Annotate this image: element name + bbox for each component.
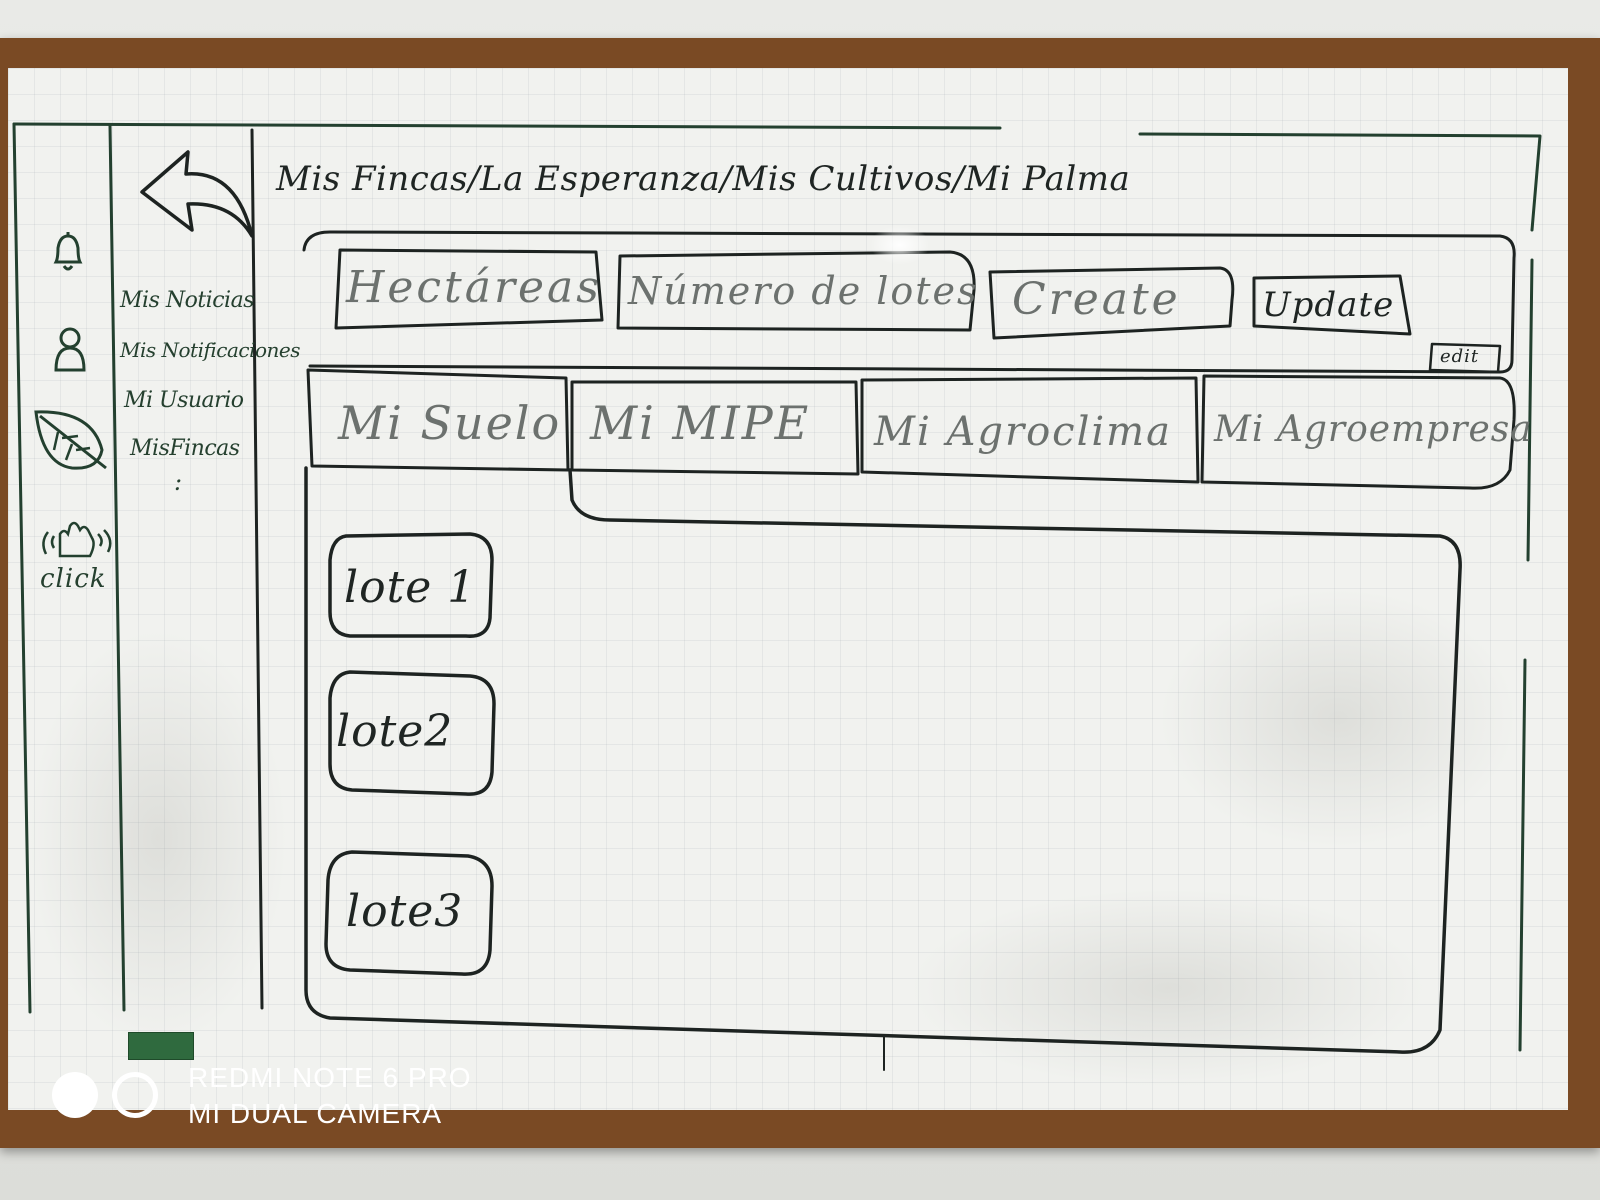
click-label: click (40, 564, 107, 594)
numero-lotes-field: Número de lotes (628, 269, 979, 313)
leaf-icon[interactable] (32, 406, 112, 476)
watermark-line-2: MI DUAL CAMERA (188, 1098, 443, 1129)
sidebar-item-fincas[interactable]: MisFincas (130, 436, 240, 461)
back-arrow-icon[interactable] (136, 146, 256, 256)
board-sticker (128, 1032, 194, 1060)
hectareas-field: Hectáreas (346, 262, 602, 313)
lote-2-box (328, 670, 496, 796)
tab-agroempresa-box (1200, 374, 1516, 490)
edit-button[interactable]: edit (1440, 346, 1480, 367)
lote-1-button[interactable]: lote 1 (344, 562, 477, 613)
content-panel (304, 466, 1462, 1054)
app-outline-left (12, 122, 32, 1014)
whiteboard (8, 68, 1568, 1110)
app-outline (12, 122, 1542, 1052)
watermark-dot-ring (112, 1072, 158, 1118)
user-icon[interactable] (50, 326, 90, 374)
lote-3-button[interactable]: lote3 (346, 886, 464, 937)
whiteboard-frame (0, 38, 1600, 1148)
light-glare (870, 225, 930, 265)
sidebar-item-noticias[interactable]: Mis Noticias (120, 288, 254, 313)
tab-mi-agroclima[interactable]: Mi Agroclima (874, 409, 1172, 455)
tab-mi-mipe[interactable]: Mi MIPE (590, 396, 811, 450)
tab-suelo-box (306, 368, 570, 472)
lote-2-button[interactable]: lote2 (336, 706, 454, 757)
edit-box (1428, 342, 1502, 374)
update-button[interactable]: Update (1262, 285, 1395, 325)
info-bar-outline (302, 230, 1516, 374)
smudge (908, 888, 1428, 1088)
hand-click-icon[interactable] (34, 516, 120, 566)
tab-agroclima-box (860, 376, 1200, 484)
sidebar-item-usuario[interactable]: Mi Usuario (124, 388, 244, 413)
tab-mi-suelo[interactable]: Mi Suelo (338, 396, 562, 450)
breadcrumb[interactable]: Mis Fincas/La Esperanza/Mis Cultivos/Mi … (276, 159, 1131, 199)
icon-rail-divider (108, 124, 126, 1012)
sidebar-more-indicator: : (174, 468, 184, 496)
lote-3-box (324, 850, 494, 976)
bell-icon[interactable] (48, 230, 88, 274)
hectareas-box (334, 248, 604, 330)
tab-mi-agroempresa[interactable]: Mi Agroempresa (1214, 409, 1533, 450)
watermark-dot-solid (52, 1072, 98, 1118)
numero-lotes-box (616, 250, 976, 332)
sidebar-item-notificaciones[interactable]: Mis Notificaciones (120, 338, 301, 362)
tab-mipe-box (570, 380, 860, 476)
watermark-line-1: REDMI NOTE 6 PRO (188, 1062, 472, 1093)
lote-1-box (328, 532, 494, 638)
create-button[interactable]: Create (1012, 274, 1181, 325)
nav-divider (250, 128, 264, 1010)
smudge (28, 628, 288, 1048)
update-box (1252, 274, 1412, 336)
create-box (988, 266, 1235, 340)
